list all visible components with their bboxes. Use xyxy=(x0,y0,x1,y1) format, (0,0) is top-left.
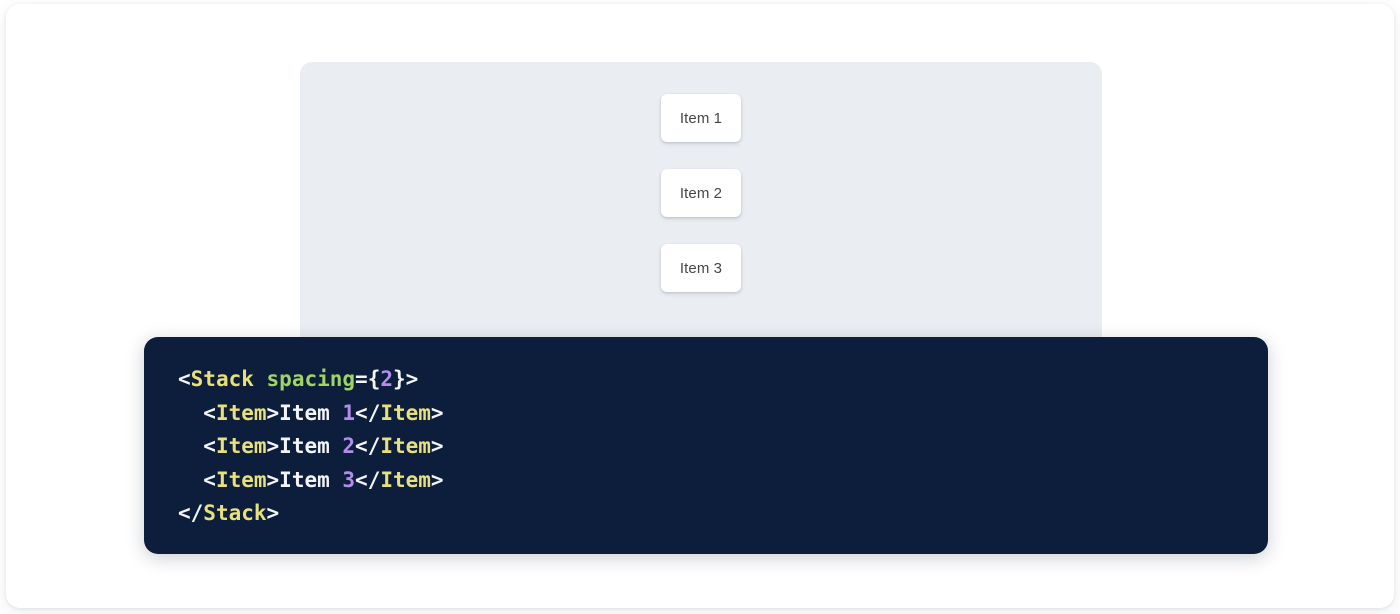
stack-item-label: Item 1 xyxy=(679,109,723,127)
code-token-punct: < xyxy=(178,367,191,391)
code-snippet-block: <Stack spacing={2}> <Item>Item 1</Item> … xyxy=(144,337,1268,554)
code-token-punct: > xyxy=(266,501,280,525)
code-token-attr: spacing xyxy=(266,367,356,391)
code-token-tag: Stack xyxy=(203,501,267,525)
code-token-num: 2 xyxy=(342,434,356,458)
stack-container: Item 1 Item 2 Item 3 xyxy=(300,94,1102,292)
code-token-tag: Item xyxy=(215,400,267,425)
code-token-text: Item xyxy=(279,467,343,492)
code-token-punct: > xyxy=(430,467,444,492)
code-line: <Item>Item 2</Item> xyxy=(178,430,1234,464)
code-token-tag: Item xyxy=(380,400,431,425)
code-token-num: 1 xyxy=(342,400,356,425)
code-token-punct: < xyxy=(178,434,216,458)
code-token-punct: }> xyxy=(393,367,419,391)
code-text[interactable]: <Stack spacing={2}> <Item>Item 1</Item> … xyxy=(144,363,1268,531)
code-token-punct: </ xyxy=(355,434,381,458)
code-token-text: Item xyxy=(279,400,343,425)
code-token-punct: > xyxy=(430,434,444,458)
code-token-tag: Stack xyxy=(190,367,254,391)
stack-item-label: Item 2 xyxy=(679,184,723,202)
list-item[interactable]: Item 2 xyxy=(661,169,741,217)
list-item[interactable]: Item 1 xyxy=(661,94,741,142)
code-line: <Item>Item 3</Item> xyxy=(178,464,1234,498)
code-token-punct: < xyxy=(178,400,216,425)
code-token-punct: </ xyxy=(178,501,204,525)
code-token-punct: > xyxy=(430,400,444,425)
code-root: <Stack spacing={2}> <Item>Item 1</Item> … xyxy=(178,363,1234,531)
code-token-punct: > xyxy=(266,434,280,458)
code-token-tag: Item xyxy=(380,467,431,492)
stack-item-label: Item 3 xyxy=(679,259,723,277)
code-line: <Stack spacing={2}> xyxy=(178,363,1234,397)
code-token-punct xyxy=(254,367,267,391)
code-token-tag: Item xyxy=(380,434,431,458)
code-token-num: 3 xyxy=(342,467,356,492)
code-line: <Item>Item 1</Item> xyxy=(178,397,1234,431)
list-item[interactable]: Item 3 xyxy=(661,244,741,292)
code-token-num: 2 xyxy=(380,367,393,391)
code-token-text: Item xyxy=(279,434,343,458)
code-token-punct: </ xyxy=(355,467,381,492)
code-token-punct: ={ xyxy=(355,367,381,391)
code-token-punct: > xyxy=(266,400,280,425)
code-line: </Stack> xyxy=(178,497,1234,531)
code-token-tag: Item xyxy=(215,434,267,458)
code-token-punct: > xyxy=(266,467,280,492)
page-card: Item 1 Item 2 Item 3 <Stack spacing={2}>… xyxy=(6,4,1394,608)
code-token-punct: </ xyxy=(355,400,381,425)
code-token-punct: < xyxy=(178,467,216,492)
code-token-tag: Item xyxy=(215,467,267,492)
